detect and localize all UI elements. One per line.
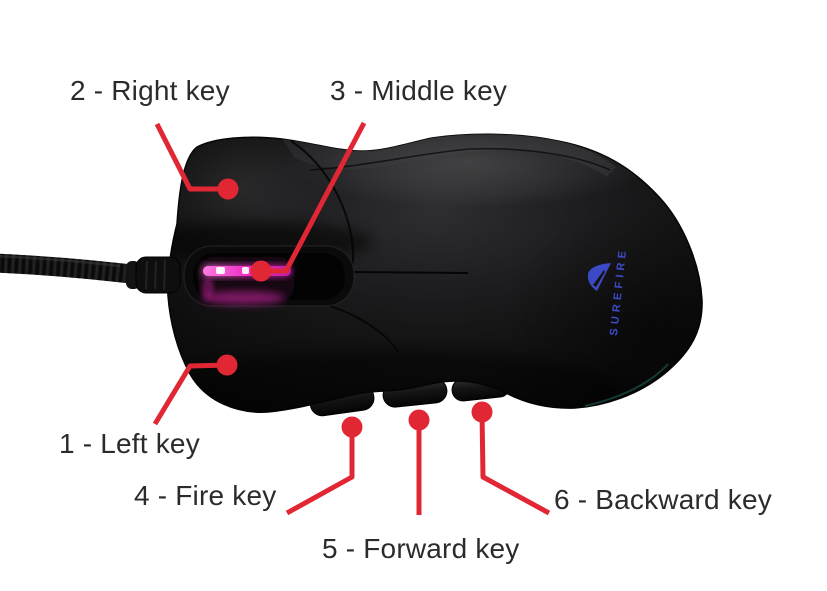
wheel-bottom-glow	[201, 291, 285, 305]
label-left-key: 1 - Left key	[59, 428, 200, 459]
callout-dot-forward-key	[408, 409, 430, 431]
callout-line-fire-key	[285, 427, 355, 516]
callouts	[152, 121, 551, 516]
callout-dot-middle-key	[250, 260, 272, 282]
callout-dot-fire-key	[341, 416, 363, 438]
right-key-seam	[290, 140, 355, 270]
mouse-cable	[0, 253, 181, 294]
surefire-flame-icon	[587, 263, 611, 291]
label-forward-key: 5 - Forward key	[322, 533, 520, 564]
callout-line-backward-key	[479, 411, 551, 516]
shell-seam	[309, 147, 611, 171]
cable-strain-relief	[135, 256, 181, 294]
left-key-seam	[319, 302, 399, 353]
callout-dots	[216, 178, 493, 438]
label-backward-key: 6 - Backward key	[554, 484, 772, 515]
callout-dot-left-key	[216, 354, 238, 376]
back-shading	[497, 205, 703, 413]
wheel-led-hotspot-1	[216, 267, 225, 274]
wheel-led-hotspot-2	[242, 267, 249, 274]
callout-line-right-key	[154, 122, 228, 192]
button-plate-highlight	[167, 134, 330, 250]
strain-relief-ridges	[145, 259, 166, 291]
bottom-rim-glow	[584, 363, 669, 407]
palm-highlight	[285, 134, 655, 208]
label-fire-key: 4 - Fire key	[134, 480, 277, 511]
callout-dot-right-key	[217, 178, 239, 200]
callout-dot-backward-key	[471, 401, 493, 423]
cable-highlight	[0, 255, 121, 268]
label-right-key: 2 - Right key	[70, 75, 230, 106]
wheel-side-glow	[202, 277, 214, 299]
callout-line-left-key	[152, 362, 228, 426]
label-middle-key: 3 - Middle key	[330, 75, 508, 106]
body-split-seam	[351, 271, 469, 274]
